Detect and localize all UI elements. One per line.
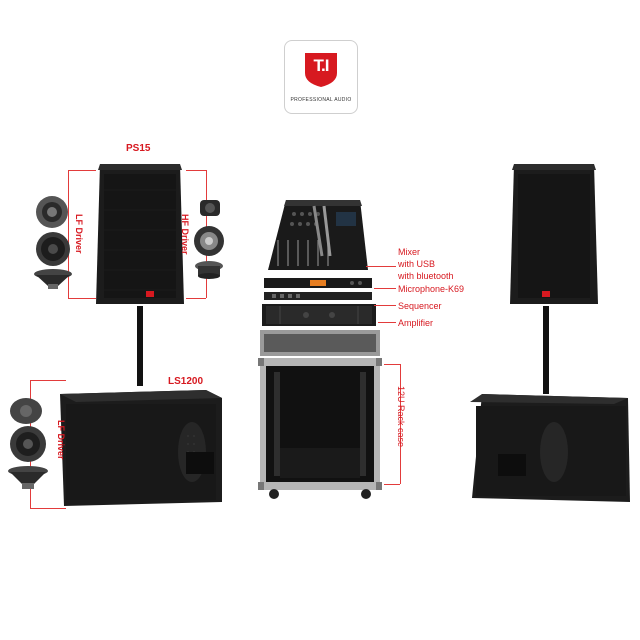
- brand-logo: T.I PROFESSIONAL AUDIO: [284, 40, 358, 114]
- sub-driver-front-icon: [10, 426, 46, 462]
- mixer-label: Mixer with USB with bluetooth: [398, 247, 454, 281]
- ps15-badge: [146, 291, 154, 297]
- mixer: [268, 200, 368, 270]
- ps15-hf-driver-label: HF Driver: [180, 214, 190, 255]
- logo-shield-icon: [305, 53, 337, 87]
- sequencer: [264, 292, 372, 300]
- right-speaker: [510, 164, 598, 304]
- hf-driver-side-icon: [195, 261, 223, 279]
- sequencer-label: Sequencer: [398, 301, 442, 311]
- logo-mark: T.I: [313, 56, 330, 75]
- ps15-pole: [137, 306, 143, 386]
- sub-driver-side-icon: [8, 466, 48, 489]
- amplifier: [262, 304, 376, 326]
- lf-driver-back-icon: [36, 196, 68, 228]
- right-speaker-pole: [543, 306, 549, 394]
- rack-case-label: 12U Rack case: [396, 386, 406, 448]
- ps15-speaker: [96, 164, 184, 304]
- ls1200-model-label: LS1200: [168, 376, 204, 387]
- rack-case: [258, 330, 382, 499]
- microphone-receiver: [264, 278, 372, 288]
- hf-driver-front-icon: [194, 226, 224, 256]
- ls1200-lf-driver-label: LF Driver: [56, 420, 66, 460]
- logo-tagline: PROFESSIONAL AUDIO: [290, 97, 352, 103]
- microphone-label: Microphone-K69: [398, 284, 465, 294]
- hf-driver-top-icon: [200, 200, 220, 216]
- lf-driver-front-icon: [36, 232, 70, 266]
- sub-driver-back-icon: [10, 398, 42, 424]
- amplifier-label: Amplifier: [398, 318, 434, 328]
- ps15-lf-driver-label: LF Driver: [74, 214, 84, 254]
- lf-driver-side-icon: [34, 269, 72, 289]
- right-subwoofer: [470, 394, 630, 502]
- ps15-model-label: PS15: [126, 143, 151, 154]
- ls1200-subwoofer: [60, 390, 222, 506]
